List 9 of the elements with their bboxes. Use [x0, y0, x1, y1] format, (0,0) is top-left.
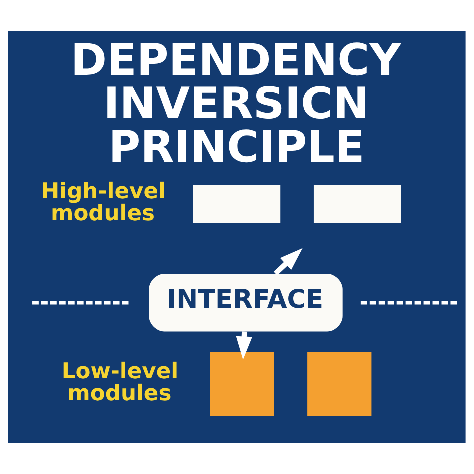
node-box: [308, 352, 372, 416]
arrow: [274, 248, 303, 276]
diagram-title: DEPENDENCY INVERSICN PRINCIPLE: [70, 36, 402, 174]
label: High-level modules: [41, 180, 166, 226]
node-box: [314, 184, 402, 224]
node-box: INTERFACE: [149, 274, 343, 332]
label: Low-level modules: [62, 360, 179, 407]
node-box: [210, 352, 274, 416]
node-box: [193, 184, 281, 224]
